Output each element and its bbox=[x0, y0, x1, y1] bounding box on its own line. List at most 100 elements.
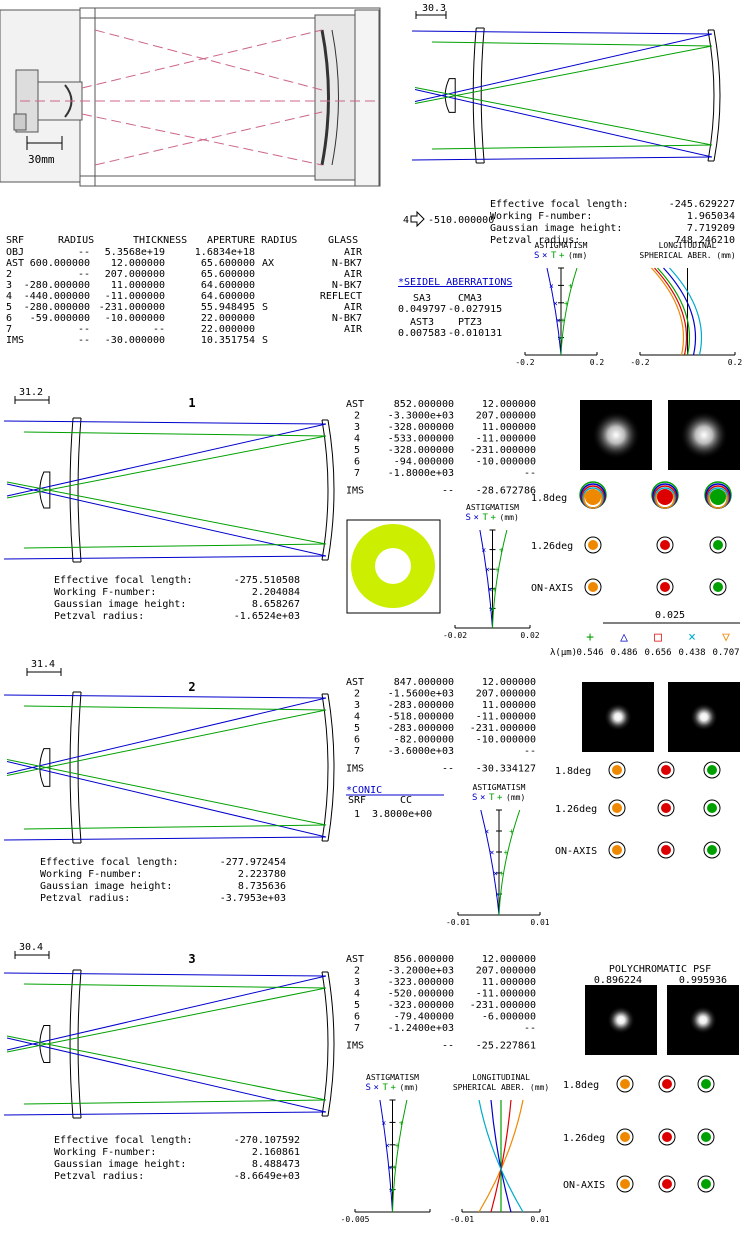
design-1-thickness: 12.000000 bbox=[482, 399, 536, 410]
design-2-thickness: 207.000000 bbox=[476, 689, 536, 700]
seidel-label: SA3 bbox=[413, 293, 431, 304]
design-3-summary-label: Gaussian image height: bbox=[54, 1159, 186, 1170]
design-3-srf: 5 bbox=[354, 1000, 360, 1011]
table-cell-glass: N-BK7 bbox=[332, 258, 362, 269]
top-ray-corrector-front bbox=[472, 27, 477, 164]
top-ast-legend-unit: (mm) bbox=[568, 251, 587, 260]
design-3-summary-value: 8.488473 bbox=[252, 1159, 300, 1170]
design-1-ray-marginal-ray bbox=[6, 483, 327, 557]
design-1-ray-chief-ray bbox=[23, 543, 327, 549]
design-1-thickness: -28.672786 bbox=[476, 486, 536, 497]
design-1-ray-corrector-back bbox=[77, 417, 82, 563]
design-3-thickness: -- bbox=[524, 1023, 536, 1034]
table-cell-srf: 4 bbox=[6, 291, 12, 302]
design-2-spot-core bbox=[661, 845, 671, 855]
design-2-srf: IMS bbox=[346, 764, 364, 775]
design-1-spot-core bbox=[660, 582, 670, 592]
table-cell-srf: 2 bbox=[6, 269, 12, 280]
top-summary-label: Effective focal length: bbox=[490, 199, 628, 210]
design-3-thickness: -6.000000 bbox=[482, 1012, 536, 1023]
design-3-spot-core bbox=[701, 1179, 711, 1189]
design-1-ast-legend-t: T bbox=[483, 513, 489, 523]
top-lsa-max-label: 0.2 bbox=[728, 358, 743, 367]
design-2-spot-core bbox=[612, 765, 622, 775]
design-1-wavelength-value: 0.707 bbox=[712, 648, 739, 658]
design-1-srf: 5 bbox=[354, 445, 360, 456]
design-3-lsa-title1: LONGITUDINAL bbox=[472, 1073, 530, 1082]
top-summary-value: -245.629227 bbox=[669, 199, 735, 210]
design-2-srf: 6 bbox=[354, 735, 360, 746]
design-1-radius: -- bbox=[442, 486, 454, 497]
top-ast-max-label: 0.2 bbox=[590, 358, 605, 367]
design-2-ray-marginal-ray bbox=[3, 836, 327, 841]
design-3-psf-value: 0.995936 bbox=[679, 975, 727, 986]
design-2-raytrace bbox=[3, 691, 335, 844]
design-3-spot-core bbox=[620, 1179, 630, 1189]
table-header-aperture-radius: APERTURE RADIUS bbox=[207, 235, 297, 246]
design-2-summary-value: -277.972454 bbox=[220, 857, 286, 868]
design-3-ast-t-marker: + bbox=[390, 1186, 395, 1195]
design-1-thickness: -231.000000 bbox=[470, 445, 536, 456]
design-2-ray-chief-ray bbox=[6, 709, 327, 776]
design-2-radius: -1.5600e+03 bbox=[388, 689, 454, 700]
design-1-wavelength-symbol: △ bbox=[620, 630, 628, 645]
table-cell-thickness: -11.000000 bbox=[105, 291, 165, 302]
design-3-ast-tangential-curve bbox=[392, 1099, 408, 1213]
table-cell-aperture: 65.600000 bbox=[201, 258, 255, 269]
table-cell-radius: -280.000000 bbox=[24, 280, 90, 291]
top-ray-chief-ray bbox=[431, 144, 713, 150]
design-2-ast-s-marker: × bbox=[495, 890, 500, 899]
design-3-ast-s-marker: × bbox=[381, 1118, 386, 1127]
design-3-summary-value: -270.107592 bbox=[234, 1135, 300, 1146]
table-cell-aperture: 1.6834e+18 bbox=[195, 247, 255, 258]
design-3-ray-marginal-ray bbox=[6, 1037, 327, 1113]
table-cell-aperture: 22.000000 bbox=[201, 324, 255, 335]
design-2-ast-s-marker: × bbox=[484, 827, 489, 836]
design-3-ray-chief-ray bbox=[23, 983, 327, 989]
seidel-label: AST3 bbox=[410, 317, 434, 328]
top-raytrace-layout bbox=[411, 27, 721, 164]
design-2-radius: -518.000000 bbox=[388, 712, 454, 723]
seidel-value: 0.007583 bbox=[398, 328, 446, 339]
top-ast-t-marker: + bbox=[564, 299, 569, 308]
design-1-wavelength-value: 0.546 bbox=[576, 648, 603, 658]
design-1-wavelength-legend: λ(μm)+0.546△0.486□0.656×0.438▽0.707 bbox=[550, 630, 740, 658]
top-lsa-title2: SPHERICAL ABER. (mm) bbox=[639, 251, 735, 260]
design-1-summary-value: 8.658267 bbox=[252, 599, 300, 610]
design-2-ray-marginal-ray bbox=[3, 694, 327, 699]
design-2-spot-row-label: 1.26deg bbox=[555, 804, 597, 815]
telescope-mechanical-sketch bbox=[0, 0, 384, 190]
design-3-ray-field-lens bbox=[39, 1025, 51, 1063]
design-1-summary-label: Gaussian image height: bbox=[54, 599, 186, 610]
top-ast-min-label: -0.2 bbox=[515, 358, 534, 367]
design-1-srf: IMS bbox=[346, 486, 364, 497]
seidel-value: 0.049797 bbox=[398, 304, 446, 315]
table-cell-aperture: 10.351754 bbox=[201, 335, 255, 346]
design-3-summary: Effective focal length:-270.107592Workin… bbox=[54, 1135, 300, 1182]
design-1-ast-sagittal-curve bbox=[479, 529, 493, 629]
design-2-ast-legend-plus: + bbox=[497, 793, 503, 803]
design-3-srf: AST bbox=[346, 954, 364, 965]
design-3-srf: 7 bbox=[354, 1023, 360, 1034]
design-2-conic-srf: 1 bbox=[354, 809, 360, 820]
design-2-conic-header-srf: SRF bbox=[348, 795, 366, 806]
design-2-thickness: -11.000000 bbox=[476, 712, 536, 723]
design-3-ray-corrector-back bbox=[77, 969, 82, 1119]
design-2-summary-label: Working F-number: bbox=[40, 869, 142, 880]
top-ray-mirror-front bbox=[707, 29, 715, 162]
design-2-thickness: -231.000000 bbox=[470, 723, 536, 734]
seidel-label: CMA3 bbox=[458, 293, 482, 304]
design-1-thickness: 207.000000 bbox=[476, 411, 536, 422]
telescope-sketch-rays bbox=[20, 29, 380, 166]
table-cell-glass: AIR bbox=[344, 302, 363, 313]
design-2-spot-core bbox=[661, 803, 671, 813]
design-1-spot-core bbox=[713, 582, 723, 592]
design-1-scale-label: 31.2 bbox=[19, 387, 43, 398]
design-1-ast-s-marker: × bbox=[481, 546, 486, 555]
seidel-title[interactable]: *SEIDEL ABERRATIONS bbox=[398, 277, 512, 288]
